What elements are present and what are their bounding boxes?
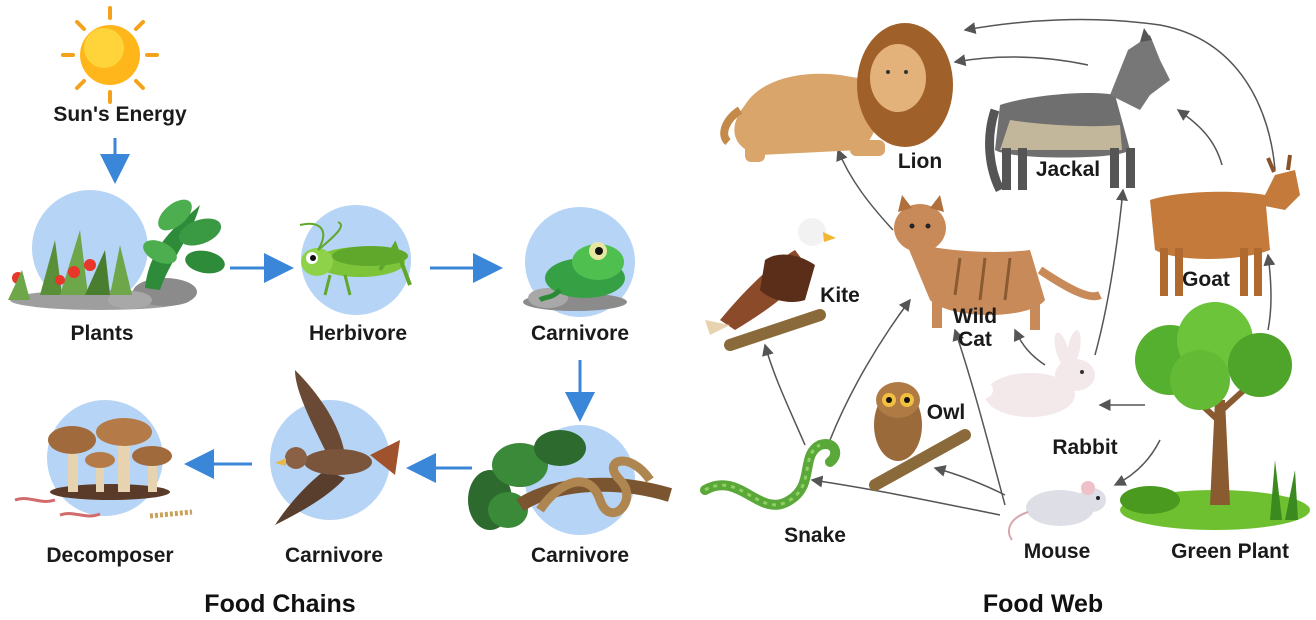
food-chains-caption: Food Chains (204, 590, 355, 619)
wild-cat-label-line1: Wild (953, 305, 997, 328)
tree-icon (1120, 302, 1310, 530)
mushroom-icon (15, 400, 192, 516)
wild-cat-label: Wild Cat (953, 305, 997, 351)
lion-icon (724, 23, 953, 162)
mouse-label: Mouse (1024, 540, 1091, 563)
sun-icon (63, 8, 157, 102)
goat-label: Goat (1182, 268, 1230, 291)
snake-label: Snake (784, 524, 846, 547)
food-web-caption: Food Web (983, 590, 1103, 619)
green-plant-label: Green Plant (1171, 540, 1289, 563)
carnivore-label-3: Carnivore (285, 544, 383, 567)
kite-bird-icon (705, 218, 836, 345)
decomposer-label: Decomposer (46, 544, 173, 567)
plants-icon (8, 190, 227, 310)
carnivore-label-2: Carnivore (531, 544, 629, 567)
mouse-icon (1009, 481, 1106, 540)
sun-energy-label: Sun's Energy (53, 103, 186, 126)
grasshopper-icon (300, 205, 411, 315)
rabbit-label: Rabbit (1052, 436, 1117, 459)
owl-label: Owl (927, 401, 966, 424)
frog-icon (523, 207, 635, 317)
herbivore-label: Herbivore (309, 322, 407, 345)
owl-icon (874, 382, 965, 485)
hawk-icon (270, 370, 400, 525)
wild-cat-label-line2: Cat (953, 328, 997, 351)
lion-label: Lion (898, 150, 942, 173)
tree-snake-icon (468, 425, 670, 535)
plants-label: Plants (70, 322, 133, 345)
carnivore-label-1: Carnivore (531, 322, 629, 345)
kite-label: Kite (820, 284, 860, 307)
jackal-label: Jackal (1036, 158, 1100, 181)
snake-icon (705, 444, 835, 505)
